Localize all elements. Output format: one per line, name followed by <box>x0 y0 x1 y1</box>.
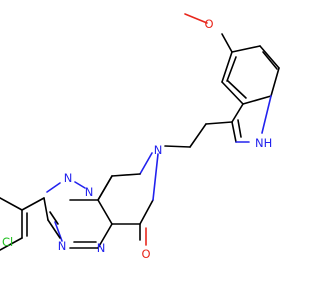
bond <box>21 197 45 211</box>
bond <box>111 173 141 177</box>
bond <box>47 219 61 239</box>
indole-ring <box>184 13 280 143</box>
triazole-ring <box>43 181 86 239</box>
structure-canvas: O NH <box>0 13 280 261</box>
atom-nitrogen-indole: NH <box>255 136 272 150</box>
bond <box>139 152 153 175</box>
bond <box>242 95 272 105</box>
bond <box>205 121 233 125</box>
atom-nitrogen-triazole-a: N <box>64 171 73 185</box>
bond <box>221 81 244 105</box>
bond <box>46 182 61 193</box>
atom-nitrogen-triazole-c: N <box>58 239 67 253</box>
bond <box>97 175 113 201</box>
bond <box>152 153 159 201</box>
bond <box>49 211 59 225</box>
bond <box>0 197 23 211</box>
atom-oxygen-methoxy: O <box>204 17 213 31</box>
molecule-structure: O NH <box>0 13 280 261</box>
bond <box>164 145 191 148</box>
bond <box>0 237 23 251</box>
atom-oxygen-carbonyl: O <box>141 247 150 261</box>
bond <box>231 45 261 53</box>
bond <box>231 103 244 123</box>
bond <box>226 56 237 82</box>
bond <box>227 80 247 99</box>
bond <box>139 199 154 225</box>
chlorophenyl-ring <box>0 197 45 251</box>
bond <box>259 45 280 69</box>
bond <box>97 199 113 225</box>
atom-nitrogen-triazole-b: N <box>85 185 94 199</box>
bond <box>189 123 207 148</box>
bond <box>184 13 208 24</box>
bond <box>262 51 278 70</box>
bond <box>97 223 113 249</box>
bond <box>54 221 63 242</box>
bond <box>221 33 233 53</box>
bond <box>237 119 242 138</box>
atom-nitrogen-pyridine: N <box>154 143 163 157</box>
atom-nitrogen-pyrimidine: N <box>97 241 106 255</box>
pyrimidine-ring <box>54 175 113 249</box>
atom-chlorine: Cl <box>2 235 13 249</box>
bond <box>231 121 237 143</box>
bond <box>261 95 272 134</box>
bond <box>221 51 233 83</box>
bond <box>43 197 49 221</box>
bond <box>270 67 280 97</box>
bond <box>74 181 86 189</box>
ethyl-linker <box>164 121 233 148</box>
